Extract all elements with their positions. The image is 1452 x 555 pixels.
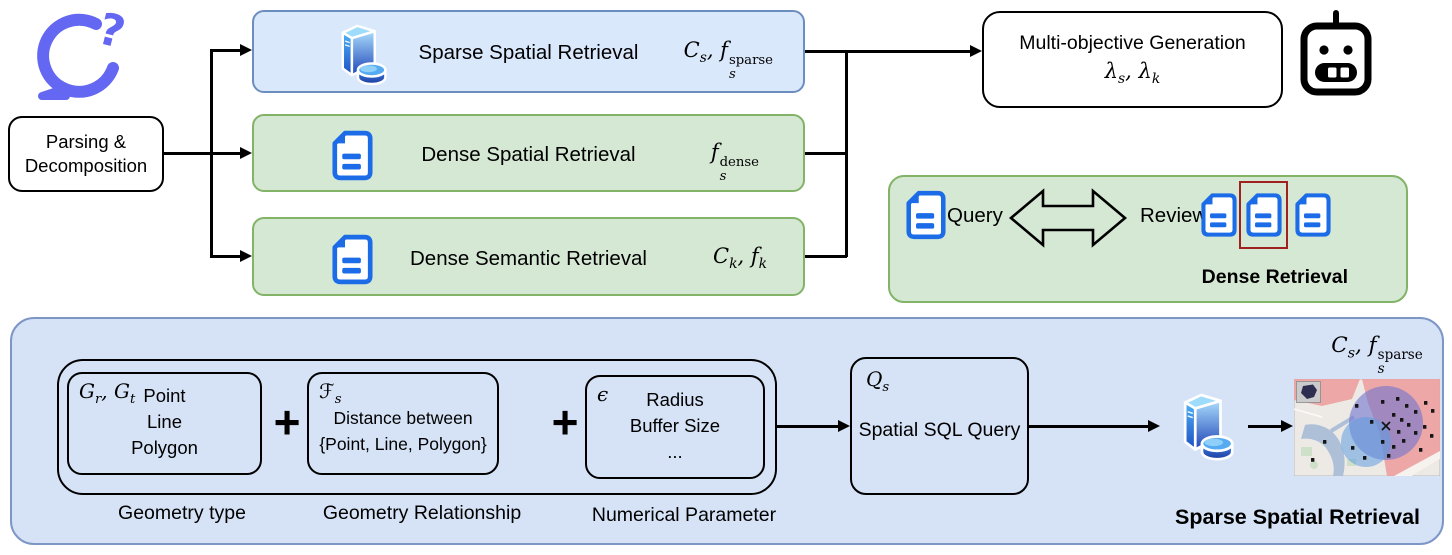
geometry-relationship-math: ℱs	[319, 379, 342, 407]
numerical-parameter-caption: Numerical Parameter	[591, 504, 777, 526]
arrowhead-map	[1281, 420, 1293, 432]
dense-semantic-retrieval-math: Ck, fk	[712, 244, 767, 273]
connector-group-sql	[777, 425, 839, 428]
parsing-box-line2: Decomposition	[24, 155, 148, 176]
numerical-parameter-line: Buffer Size	[629, 415, 721, 436]
connector-dense-spatial-trunk	[805, 152, 847, 155]
geometry-type-line: Polygon	[131, 437, 198, 458]
document-icon	[1246, 193, 1282, 237]
chat-question-icon: ?	[37, 3, 130, 100]
plus-operator: +	[551, 396, 579, 448]
geometry-type-box: Gr, Gt Point Line Polygon	[67, 372, 262, 475]
document-icon	[906, 190, 946, 240]
connector-db-map	[1248, 425, 1282, 428]
connector-sparse-trunk	[805, 50, 847, 53]
query-components-group	[57, 359, 777, 495]
geometry-type-math: Gr, Gt	[79, 379, 136, 407]
numerical-parameter-box: ϵ Radius Buffer Size ...	[585, 375, 765, 479]
geometry-type-line: Line	[147, 411, 182, 432]
sparse-panel-title: Sparse Spatial Retrieval	[1175, 505, 1420, 529]
connector-right-trunk	[845, 50, 848, 257]
generation-box-label: Multi-objective Generation	[1019, 31, 1246, 54]
numerical-parameter-line: ...	[667, 441, 683, 462]
plus-operator: +	[273, 396, 301, 448]
dense-semantic-retrieval-label: Dense Semantic Retrieval	[410, 247, 647, 270]
connector-branch-dense-spatial	[210, 152, 241, 155]
review-label: Review	[1140, 204, 1208, 227]
arrowhead-dense-semantic	[240, 250, 252, 262]
multi-objective-generation-box: Multi-objective Generation λs, λk	[982, 11, 1283, 108]
sql-box-label: Spatial SQL Query	[858, 419, 1021, 441]
geometry-relationship-lines: Distance between {Point, Line, Polygon}	[309, 405, 497, 457]
geometry-relationship-line: {Point, Line, Polygon}	[319, 434, 487, 454]
geometry-relationship-caption: Geometry Relationship	[322, 502, 522, 524]
geometry-relationship-line: Distance between	[333, 408, 473, 428]
svg-text:?: ?	[93, 3, 130, 59]
geometry-relationship-box: ℱs Distance between {Point, Line, Polygo…	[307, 372, 499, 475]
arrowhead-db	[1148, 420, 1160, 432]
robot-icon	[1300, 10, 1372, 96]
document-icon	[332, 234, 373, 285]
document-icon	[332, 130, 373, 181]
connector-parsing-trunk	[164, 152, 212, 155]
connector-to-generation	[845, 50, 971, 53]
arrowhead-sql	[838, 420, 850, 432]
numerical-parameter-line: Radius	[646, 389, 704, 410]
parsing-decomposition-box: Parsing & Decomposition	[8, 116, 164, 192]
sparse-spatial-retrieval-label: Sparse Spatial Retrieval	[418, 41, 639, 64]
numerical-parameter-math: ϵ	[597, 382, 609, 406]
connector-branch-sparse	[210, 49, 241, 52]
connector-dense-semantic-trunk	[805, 255, 847, 258]
arrowhead-generation	[970, 45, 982, 57]
geometry-type-line: Point	[143, 385, 186, 406]
dense-retrieval-panel: Query Review Dense Retrieval	[888, 175, 1408, 303]
connector-branch-dense-semantic	[210, 255, 241, 258]
geometry-type-caption: Geometry type	[118, 502, 246, 524]
dense-semantic-retrieval-box: Dense Semantic Retrieval Ck, fk	[252, 217, 805, 296]
database-icon	[341, 24, 387, 86]
sparse-spatial-retrieval-panel: Gr, Gt Point Line Polygon + ℱs Distance …	[10, 317, 1444, 545]
dense-retrieval-title: Dense Retrieval	[1201, 266, 1348, 288]
arrowhead-dense-spatial	[240, 147, 252, 159]
document-icon	[1295, 193, 1331, 237]
query-label: Query	[947, 204, 1003, 227]
highlighted-document-frame	[1239, 181, 1288, 249]
sql-box-math: Qs	[866, 367, 890, 395]
double-arrow-icon	[1008, 188, 1128, 248]
spatial-sql-query-box: Qs Spatial SQL Query	[850, 357, 1029, 495]
geometry-type-lines: Point Line Polygon	[69, 383, 260, 461]
numerical-parameter-lines: Radius Buffer Size ...	[587, 387, 763, 465]
generation-box-math: λs, λk	[1104, 58, 1161, 88]
arrowhead-sparse	[240, 44, 252, 56]
document-icon	[1201, 193, 1237, 237]
parsing-box-line1: Parsing &	[45, 131, 127, 152]
result-map-image	[1294, 379, 1440, 476]
database-icon	[1183, 393, 1234, 461]
dense-spatial-retrieval-label: Dense Spatial Retrieval	[421, 143, 636, 166]
connector-sql-db	[1029, 425, 1149, 428]
